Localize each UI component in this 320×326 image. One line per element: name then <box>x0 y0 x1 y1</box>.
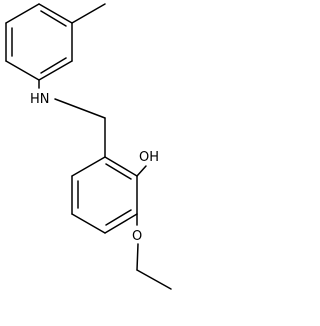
hydroxyl-bond <box>136 165 147 177</box>
chemical-structure-diagram: HN OH O <box>5 3 172 290</box>
ethyl-bond-2 <box>136 269 172 290</box>
amine-label: HN <box>30 92 50 107</box>
phenol-bond-1 <box>104 156 138 177</box>
tolyl-bond-4 <box>5 60 40 81</box>
hydroxyl-label: OH <box>139 150 159 165</box>
tolyl-double-bond-2 <box>40 57 67 74</box>
phenol-bond-4 <box>71 213 106 234</box>
nitrogen-methylene-bond <box>54 98 106 119</box>
phenol-bond-6 <box>71 156 106 177</box>
methyl-bond <box>71 3 106 24</box>
phenol-double-bond-1 <box>105 163 132 180</box>
tolyl-bond-3 <box>38 60 73 81</box>
tolyl-ring <box>5 3 73 81</box>
phenol-bond-3 <box>104 213 138 234</box>
tolyl-bond-1 <box>38 3 73 24</box>
phenol-ring <box>71 156 138 234</box>
ether-oxygen-label: O <box>132 229 142 244</box>
tolyl-bond-6 <box>5 3 40 24</box>
phenol-double-bond-2 <box>105 209 132 226</box>
ethyl-bond-1 <box>136 243 139 271</box>
tolyl-double-bond-1 <box>40 10 67 27</box>
